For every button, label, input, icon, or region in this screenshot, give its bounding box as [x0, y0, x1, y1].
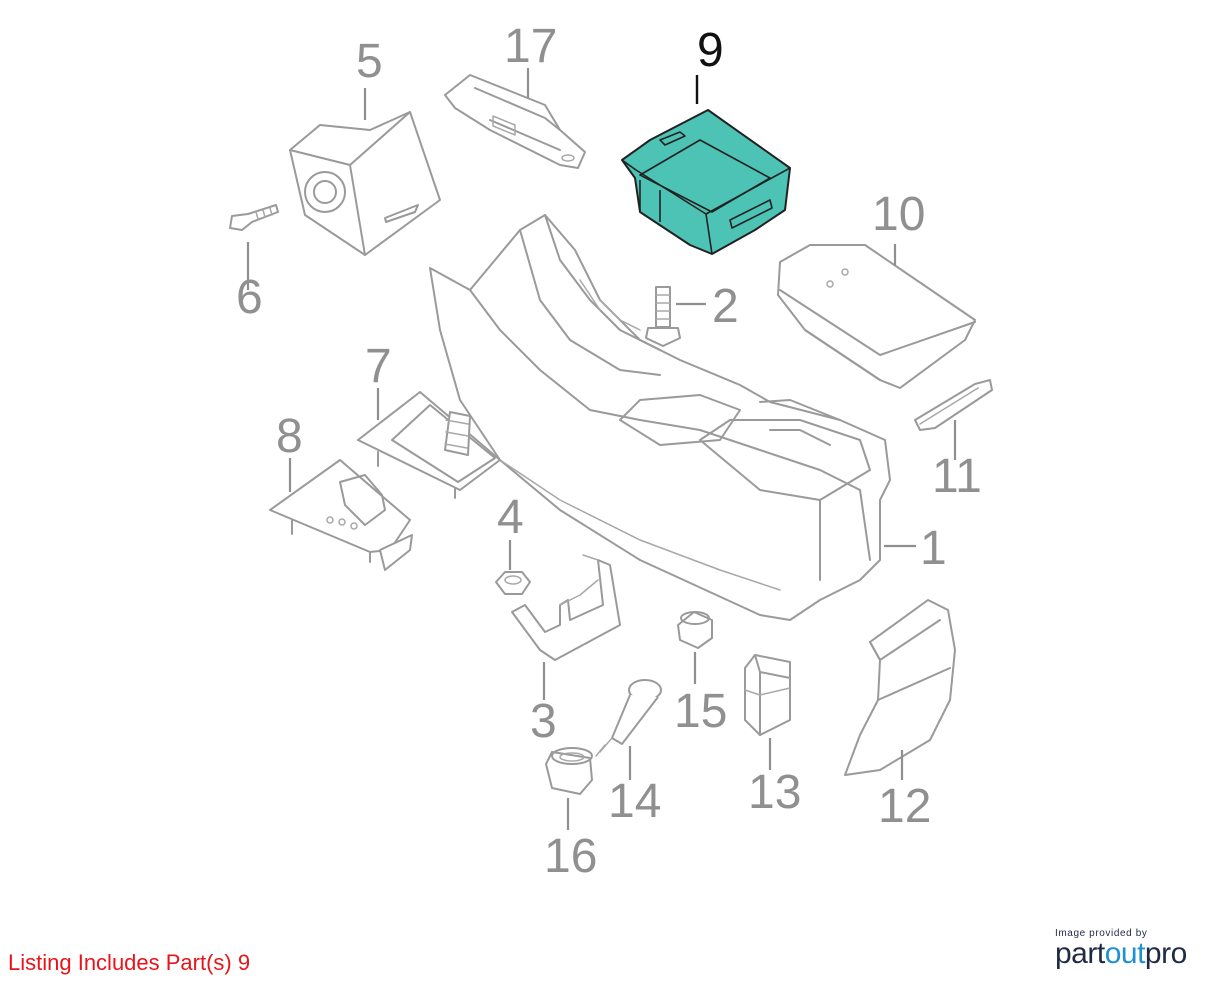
part-8-shift-plate [269, 459, 413, 571]
callout-7: 7 [365, 340, 392, 393]
logo-part-2: out [1104, 937, 1146, 970]
part-9-storage-bin [621, 109, 791, 255]
part-14-lighter [595, 679, 662, 757]
callout-8: 8 [276, 410, 303, 463]
part-13-switch [744, 654, 791, 736]
callout-5: 5 [356, 35, 383, 88]
part-6-screw [229, 204, 279, 231]
part-5-trim-panel [289, 111, 441, 256]
part-7-shift-boot [357, 391, 501, 499]
leader-lines [246, 68, 957, 830]
part-17-mounting-rail [444, 74, 586, 169]
callout-1: 1 [920, 522, 947, 575]
callout-17: 17 [504, 20, 557, 73]
part-11-strip-clip [914, 379, 993, 431]
callout-13: 13 [748, 766, 801, 819]
callout-3: 3 [530, 695, 557, 748]
image-credit: Image provided by partoutpro [1055, 928, 1215, 969]
part-16-socket-ring [545, 747, 593, 795]
callout-labels: 5 17 9 10 2 6 7 8 11 4 1 3 15 14 13 16 1… [236, 20, 982, 883]
callout-12: 12 [878, 780, 931, 833]
callout-15: 15 [674, 685, 727, 738]
part-1-center-console [429, 214, 891, 621]
callout-6: 6 [236, 271, 263, 324]
part-12-side-panel [844, 599, 956, 776]
callout-14: 14 [608, 775, 661, 828]
part-4-nut [495, 571, 531, 595]
part-15-grommet [677, 611, 713, 649]
partoutpro-logo: partoutpro [1055, 939, 1215, 969]
callout-11: 11 [932, 450, 982, 503]
callout-9: 9 [697, 24, 724, 77]
part-3-bracket [511, 554, 621, 661]
callout-4: 4 [497, 491, 524, 544]
callout-2: 2 [712, 280, 739, 333]
callout-16: 16 [544, 830, 597, 883]
part-10-armrest-lid [777, 244, 976, 389]
callout-10: 10 [872, 188, 925, 241]
part-2-bolt [645, 286, 681, 347]
listing-caption: Listing Includes Part(s) 9 [8, 950, 251, 975]
logo-part-1: part [1055, 937, 1105, 970]
credit-small-text: Image provided by [1055, 928, 1148, 939]
logo-part-3: pro [1144, 937, 1187, 970]
